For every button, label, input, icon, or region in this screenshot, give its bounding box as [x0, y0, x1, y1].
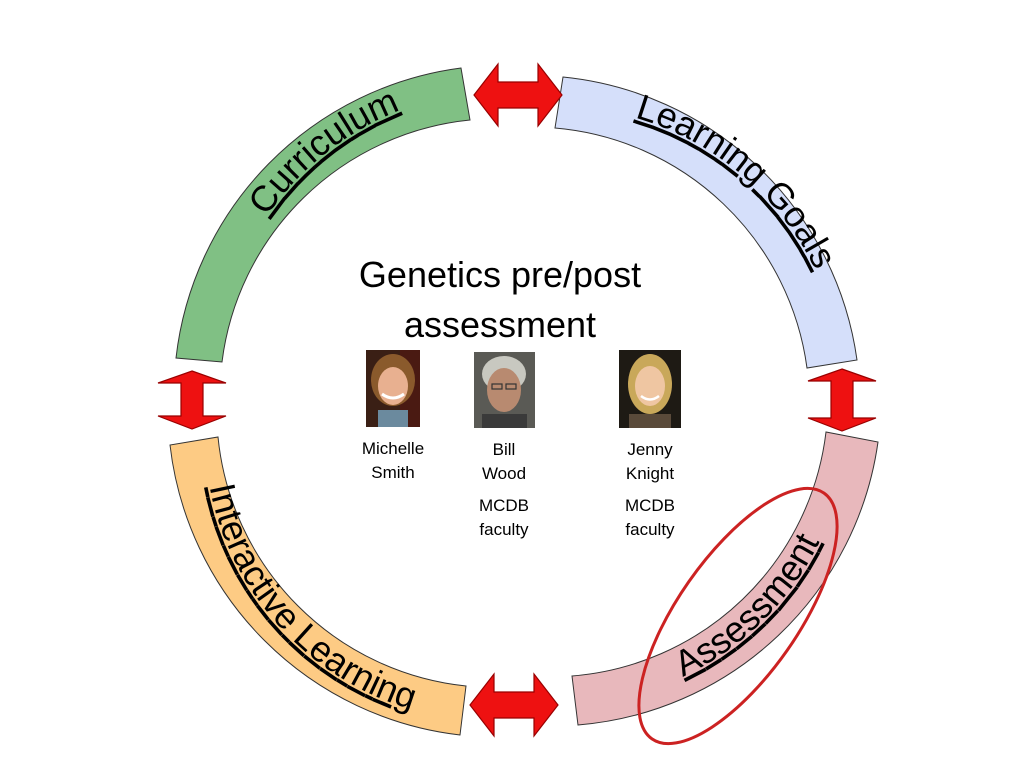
portrait-photo-icon — [619, 350, 681, 428]
person-name: Jenny Knight — [625, 440, 675, 483]
curriculum-segment — [175, 67, 471, 363]
person-name: Michelle Smith — [361, 439, 425, 482]
person-jenny-knight: Jenny Knight MCDB faculty — [605, 350, 695, 542]
left-double-arrow-icon — [157, 370, 227, 430]
portrait-photo-icon — [473, 352, 535, 428]
right-double-arrow-icon — [807, 368, 877, 432]
portrait-photo-drawing — [366, 350, 420, 427]
person-michelle-smith: Michelle Smith — [345, 350, 441, 485]
top-double-arrow-icon — [473, 62, 563, 128]
portrait-photo-drawing — [473, 352, 535, 428]
interactive-learning-segment — [169, 436, 467, 736]
portrait-photo-icon — [366, 350, 420, 427]
curriculum-label: Curriculum — [240, 80, 404, 222]
bottom-double-arrow-icon — [469, 672, 559, 738]
center-title: Genetics pre/post assessment — [358, 254, 642, 345]
person-department: MCDB faculty — [478, 496, 530, 539]
learning-goals-label: Learning Goals — [632, 86, 845, 274]
portrait-photo-drawing — [619, 350, 681, 428]
curriculum-label-path: Curriculum — [240, 80, 404, 222]
person-department: MCDB faculty — [624, 496, 676, 539]
person-name: Bill Wood — [481, 440, 527, 483]
learning-goals-segment — [554, 76, 858, 369]
learning-goals-label-path: Learning Goals — [632, 86, 845, 274]
person-bill-wood: Bill Wood MCDB faculty — [464, 352, 544, 542]
assessment-highlight-ellipse — [637, 486, 839, 746]
